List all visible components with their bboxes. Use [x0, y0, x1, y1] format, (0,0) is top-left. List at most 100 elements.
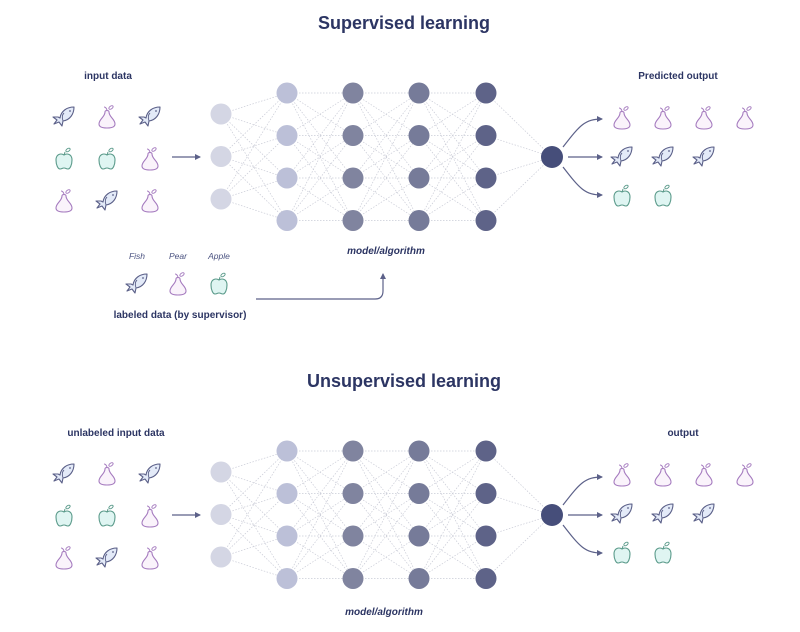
- network-edge: [220, 113, 288, 136]
- neural-network: [210, 440, 563, 589]
- output-arrow-apple: [562, 524, 603, 556]
- labeled-data-icons: [125, 272, 228, 296]
- output-arrow-pear: [562, 474, 603, 506]
- pear-icon: [98, 462, 116, 486]
- network-node: [342, 525, 364, 547]
- network-node: [475, 125, 497, 146]
- output-node: [541, 504, 563, 526]
- network-node: [475, 167, 497, 189]
- pear-icon: [98, 105, 116, 129]
- pear-icon: [169, 272, 187, 296]
- fish-icon: [52, 463, 75, 484]
- network-edge: [352, 535, 420, 579]
- network-edge: [220, 113, 288, 179]
- fish-icon: [52, 106, 75, 127]
- network-edge: [418, 535, 487, 579]
- network-node: [408, 525, 430, 547]
- network-node: [342, 82, 364, 104]
- network-node: [342, 568, 364, 589]
- pear-icon: [695, 106, 713, 130]
- output-arrow-pear: [562, 116, 603, 148]
- input-data-grid: [52, 105, 161, 213]
- network-edge: [220, 556, 288, 579]
- fish-icon: [651, 503, 674, 524]
- network-node: [210, 546, 232, 568]
- network-edge: [418, 493, 487, 579]
- input-data-label: input data: [84, 71, 132, 82]
- network-node: [276, 167, 298, 189]
- network-edge: [220, 156, 288, 179]
- network-node: [276, 210, 298, 231]
- network-edge: [286, 535, 354, 579]
- label-name-fish: Fish: [129, 251, 145, 261]
- label-name-pear: Pear: [169, 251, 188, 261]
- output-arrow-apple: [562, 166, 603, 198]
- network-edge: [418, 177, 487, 221]
- network-node: [342, 440, 364, 462]
- supervised-title: Supervised learning: [318, 13, 490, 33]
- network-node: [475, 483, 497, 504]
- network-edge: [286, 177, 354, 221]
- model-algorithm-label: model/algorithm: [347, 246, 425, 257]
- pear-icon: [695, 463, 713, 487]
- network-edge: [418, 92, 487, 179]
- network-edge: [418, 135, 487, 221]
- network-edge: [286, 450, 354, 494]
- pear-icon: [141, 504, 159, 528]
- network-edge: [485, 493, 553, 516]
- network-edge: [220, 450, 288, 515]
- labeled-data-caption: labeled data (by supervisor): [114, 310, 247, 321]
- network-node: [408, 483, 430, 504]
- neural-network: [210, 82, 563, 231]
- network-node: [210, 461, 232, 483]
- network-edge: [485, 156, 553, 179]
- network-node: [276, 525, 298, 547]
- pear-icon: [654, 463, 672, 487]
- network-edge: [220, 92, 288, 115]
- output-groups: [610, 463, 754, 564]
- network-edge: [352, 92, 420, 136]
- apple-icon: [613, 541, 631, 564]
- apple-icon: [210, 272, 228, 295]
- fish-icon: [95, 190, 118, 211]
- network-node: [408, 210, 430, 231]
- apple-icon: [55, 147, 73, 170]
- output-node: [541, 146, 563, 168]
- network-node: [276, 440, 298, 462]
- network-edge: [418, 92, 487, 221]
- input-data-grid: [52, 462, 161, 570]
- unsupervised-section: Unsupervised learning unlabeled input da…: [52, 371, 754, 618]
- network-edge: [485, 450, 553, 516]
- fish-icon: [610, 503, 633, 524]
- predicted-output-groups: [610, 106, 754, 207]
- apple-icon: [613, 184, 631, 207]
- predicted-output-label: Predicted output: [638, 71, 718, 82]
- network-node: [408, 125, 430, 146]
- network-node: [276, 125, 298, 146]
- network-edge: [485, 514, 553, 579]
- network-edge: [220, 450, 288, 473]
- pear-icon: [141, 147, 159, 171]
- apple-icon: [98, 504, 116, 527]
- pear-icon: [613, 463, 631, 487]
- fish-icon: [692, 146, 715, 167]
- network-node: [342, 125, 364, 146]
- network-edge: [286, 493, 354, 537]
- network-edge: [220, 493, 288, 558]
- network-node: [475, 82, 497, 104]
- network-edge: [220, 471, 288, 537]
- network-node: [342, 483, 364, 504]
- unsupervised-title: Unsupervised learning: [307, 371, 501, 391]
- network-edge: [352, 493, 420, 537]
- network-edge: [220, 135, 288, 157]
- network-edge: [220, 198, 288, 221]
- pear-icon: [736, 106, 754, 130]
- pear-icon: [141, 546, 159, 570]
- network-edge: [418, 92, 487, 136]
- network-node: [210, 146, 232, 167]
- network-edge: [220, 514, 288, 579]
- network-node: [475, 525, 497, 547]
- fish-icon: [610, 146, 633, 167]
- unlabeled-input-label: unlabeled input data: [67, 428, 165, 439]
